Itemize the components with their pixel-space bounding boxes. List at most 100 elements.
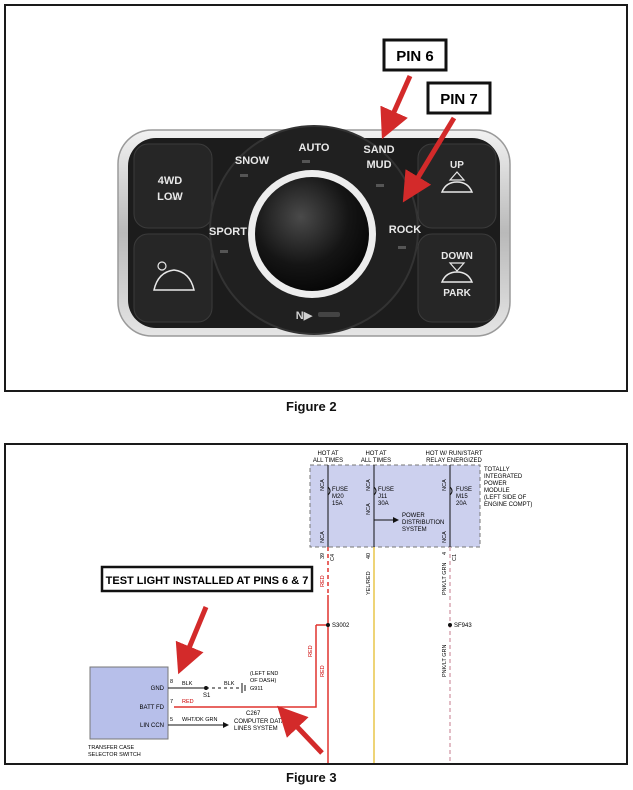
pin-num-7: 7 [170, 699, 173, 705]
splice-s1 [204, 686, 208, 690]
pin-gnd: GND [151, 686, 165, 692]
pin6-arrow [380, 74, 413, 140]
svg-text:LINES SYSTEM: LINES SYSTEM [234, 726, 278, 732]
callout-arrow-2 [277, 705, 324, 755]
svg-text:INTEGRATED: INTEGRATED [484, 474, 523, 480]
hot-label-1a: HOT AT [317, 451, 338, 457]
test-light-callout: TEST LIGHT INSTALLED AT PINS 6 & 7 [106, 575, 309, 587]
red-wire-to-switch [246, 625, 317, 708]
svg-text:POWER: POWER [402, 513, 425, 519]
hill-descent-icon [153, 269, 195, 291]
svg-text:J11: J11 [378, 494, 388, 500]
test-light-callout-box [100, 565, 314, 593]
label-sand: SAND [363, 144, 394, 156]
label-mud: MUD [366, 159, 391, 171]
4wd-low-button[interactable] [133, 143, 213, 229]
led-sand [376, 184, 384, 187]
led-snow [240, 174, 248, 177]
svg-text:MODULE: MODULE [484, 488, 510, 494]
wire-label-yelred: YEL/RED [366, 571, 372, 595]
label-snow: SNOW [235, 155, 270, 167]
figure-3-caption: Figure 3 [286, 770, 337, 785]
hot-label-2a: HOT AT [365, 451, 386, 457]
pin-40: 40 [366, 553, 372, 559]
wire-label-blk-1: BLK [182, 681, 193, 687]
ground-label: (LEFT END OF DASH) G911 [250, 671, 278, 692]
wire-label-red-1: RED [320, 575, 326, 587]
svg-text:M20: M20 [332, 494, 344, 500]
pin6-callout: PIN 6 [396, 48, 434, 65]
label-park: PARK [443, 288, 471, 299]
selector-knob[interactable] [255, 177, 369, 291]
label-neutral: N▶ [296, 310, 313, 322]
pin-39: 39 [320, 553, 326, 559]
nca-3a: NCA [442, 479, 448, 491]
svg-text:DISTRIBUTION: DISTRIBUTION [402, 520, 444, 526]
down-park-button[interactable] [417, 233, 497, 323]
splice-s3002 [326, 623, 330, 627]
svg-text:ENGINE COMPT): ENGINE COMPT) [484, 502, 532, 508]
pin7-callout-box [426, 81, 492, 115]
pin7-callout: PIN 7 [440, 91, 478, 108]
wiring-diagram: HOT AT ALL TIMES HOT AT ALL TIMES HOT W/… [88, 451, 532, 763]
label-low: LOW [157, 191, 183, 203]
wire-label-red-2: RED [308, 645, 314, 657]
pin-num-8: 8 [170, 679, 173, 685]
nca-3b: NCA [442, 531, 448, 543]
svg-text:FUSE: FUSE [378, 487, 394, 493]
wire-label-pnk-2: PNK/LT GRN [442, 644, 448, 677]
hot-label-3b: RELAY ENERGIZED [426, 458, 482, 464]
ground-icon [241, 683, 246, 693]
svg-text:(LEFT END: (LEFT END [250, 671, 278, 677]
splice-sf943-label: SF943 [454, 623, 472, 629]
down-arrow-icon [448, 262, 466, 272]
switch-label-1: TRANSFER CASE [88, 745, 134, 751]
splice-s1-label: S1 [203, 693, 211, 699]
pin-c1: C1 [452, 554, 458, 561]
svg-text:20A: 20A [456, 501, 467, 507]
fuse-j11: FUSE J11 30A [373, 486, 394, 507]
led-auto [302, 160, 310, 163]
transfer-case-switch [89, 666, 169, 740]
nca-1a: NCA [320, 479, 326, 491]
pin-c4: C4 [330, 554, 336, 561]
pin-num-5: 5 [170, 717, 173, 723]
label-up: UP [450, 160, 464, 171]
figure-2-frame: 4WD LOW SNOW AUTO SAND MUD SPORT ROCK UP… [4, 4, 628, 392]
led-rock [398, 246, 406, 249]
svg-text:FUSE: FUSE [332, 487, 348, 493]
hill-descent-button[interactable] [133, 233, 213, 323]
splice-sf943 [448, 623, 452, 627]
pin-lin-ccn: LIN CCN [140, 723, 164, 729]
connector-c267: C267 [246, 711, 261, 717]
up-arrow-icon [448, 171, 466, 181]
svg-text:15A: 15A [332, 501, 343, 507]
pin7-arrow [402, 116, 457, 203]
pin6-callout-box [382, 38, 448, 72]
svg-text:POWER: POWER [484, 481, 507, 487]
label-down: DOWN [441, 251, 473, 262]
hot-label-3a: HOT W/ RUN/START [426, 451, 483, 457]
callout-arrow-1 [175, 606, 209, 675]
nca-2b: NCA [366, 503, 372, 515]
label-auto: AUTO [299, 142, 330, 154]
svg-text:M15: M15 [456, 494, 468, 500]
svg-text:SYSTEM: SYSTEM [402, 527, 427, 533]
tipm-label: TOTALLY INTEGRATED POWER MODULE (LEFT SI… [484, 467, 532, 508]
led-sport [220, 250, 228, 253]
figure-3-frame: HOT AT ALL TIMES HOT AT ALL TIMES HOT W/… [4, 443, 628, 765]
vehicle-up-icon [440, 181, 474, 193]
neutral-indicator [318, 312, 340, 317]
wire-label-wht: WHT/DK GRN [182, 717, 217, 723]
vehicle-down-icon [440, 271, 474, 283]
computer-data-label: COMPUTER DATA LINES SYSTEM [234, 719, 285, 732]
svg-text:OF DASH): OF DASH) [250, 678, 276, 684]
label-4wd: 4WD [158, 175, 183, 187]
wire-label-red-batt: RED [182, 699, 194, 705]
fuse-m20: FUSE M20 15A [327, 486, 348, 507]
svg-text:G911: G911 [250, 686, 263, 692]
label-rock: ROCK [389, 224, 421, 236]
power-distribution-label: POWER DISTRIBUTION SYSTEM [402, 513, 444, 533]
svg-text:COMPUTER DATA: COMPUTER DATA [234, 719, 285, 725]
pin-4: 4 [442, 552, 448, 555]
